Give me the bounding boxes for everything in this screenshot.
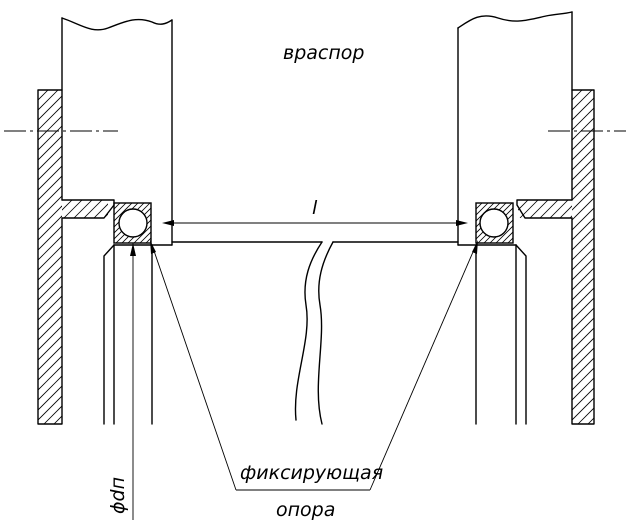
hatch-line (572, 387, 594, 411)
support-leaders (150, 240, 478, 491)
hatch-line (529, 200, 549, 218)
hatch-line (38, 175, 62, 201)
hatch-line (559, 205, 572, 218)
hatch-line (38, 265, 62, 291)
hatch-line (38, 345, 62, 371)
hatch-line (83, 200, 103, 218)
hatch-line (572, 397, 594, 421)
hatch-line (62, 200, 73, 211)
hatch-line (38, 145, 62, 171)
hatch-line (572, 127, 594, 151)
hatch-line (38, 355, 62, 381)
hatch-line (476, 203, 495, 222)
hatch-line (38, 335, 62, 361)
hatch-line (38, 165, 62, 191)
hatch-line (572, 157, 594, 181)
hatch-line (38, 295, 62, 321)
hatch-line (572, 207, 594, 231)
hatch-line (572, 287, 594, 311)
hatch-line (38, 245, 62, 271)
hatch-line (572, 90, 583, 101)
hatch-line (38, 395, 62, 421)
hatch-line (38, 90, 39, 91)
hatch-line (43, 405, 62, 424)
right-housing-wall (516, 89, 595, 425)
hatch-line (495, 225, 513, 243)
hatch-line (93, 203, 108, 218)
inner-bores (103, 244, 527, 425)
left-shaft (61, 17, 173, 246)
hatch-line (572, 347, 594, 371)
hatch-line (549, 200, 569, 218)
hatch-line (38, 90, 59, 111)
hatch-line (572, 107, 594, 131)
hatch-line (38, 195, 62, 221)
hatch-line (572, 187, 594, 211)
hatch-line (572, 90, 573, 91)
hatch-line (572, 177, 594, 201)
hatch-line (572, 327, 594, 351)
hatch-line (572, 317, 594, 341)
hatch-line (63, 200, 83, 218)
hatch-line (572, 97, 594, 121)
hatch-line (114, 203, 115, 204)
left-bearing-ball (118, 208, 148, 238)
label-support-line1: фиксирующая (240, 462, 383, 484)
hatch-line (572, 357, 594, 381)
hatch-line (572, 297, 594, 321)
hatch-line (133, 225, 151, 243)
hatch-line (476, 203, 489, 216)
left-bearing (113, 202, 152, 244)
hatch-line (572, 90, 593, 111)
hatch-line (572, 277, 594, 301)
hatch-line (73, 200, 93, 218)
hatch-line (38, 365, 62, 391)
hatch-line (38, 135, 62, 161)
label-dimension: l (312, 197, 318, 219)
hatch-line (501, 231, 513, 243)
hatch-line (38, 325, 62, 351)
dimension-l (162, 220, 468, 226)
hatch-line (572, 237, 594, 261)
hatch-line (114, 203, 133, 222)
hatch-line (38, 185, 62, 211)
hatch-line (38, 385, 62, 411)
hatch-line (38, 315, 62, 341)
diameter-dimension (130, 243, 136, 520)
hatch-line (38, 255, 62, 281)
label-diameter: ϕdп (107, 477, 129, 514)
right-bearing (475, 202, 514, 244)
hatch-line (38, 375, 62, 401)
hatch-line (572, 247, 594, 271)
hatch-line (38, 125, 62, 151)
hatch-line (38, 105, 62, 131)
hatch-line (572, 367, 594, 391)
right-bearing-ball (479, 208, 509, 238)
hatch-line (572, 307, 594, 331)
hatch-line (572, 267, 594, 291)
hatch-line (38, 215, 62, 241)
hatch-line (38, 155, 62, 181)
left-housing-wall (37, 89, 115, 425)
right-shaft (457, 11, 573, 246)
hatch-line (38, 305, 62, 331)
label-top: враспор (283, 42, 364, 64)
hatch-line (38, 235, 62, 261)
hatch-line (114, 203, 127, 216)
hatch-line (139, 231, 151, 243)
hatch-line (572, 137, 594, 161)
hatch-line (38, 275, 62, 301)
hatch-line (38, 225, 62, 251)
hatch-line (507, 237, 513, 243)
central-shaft (171, 241, 459, 425)
label-support-line2: опора (276, 499, 335, 521)
hatch-line (572, 197, 594, 221)
hatch-line (539, 200, 559, 218)
